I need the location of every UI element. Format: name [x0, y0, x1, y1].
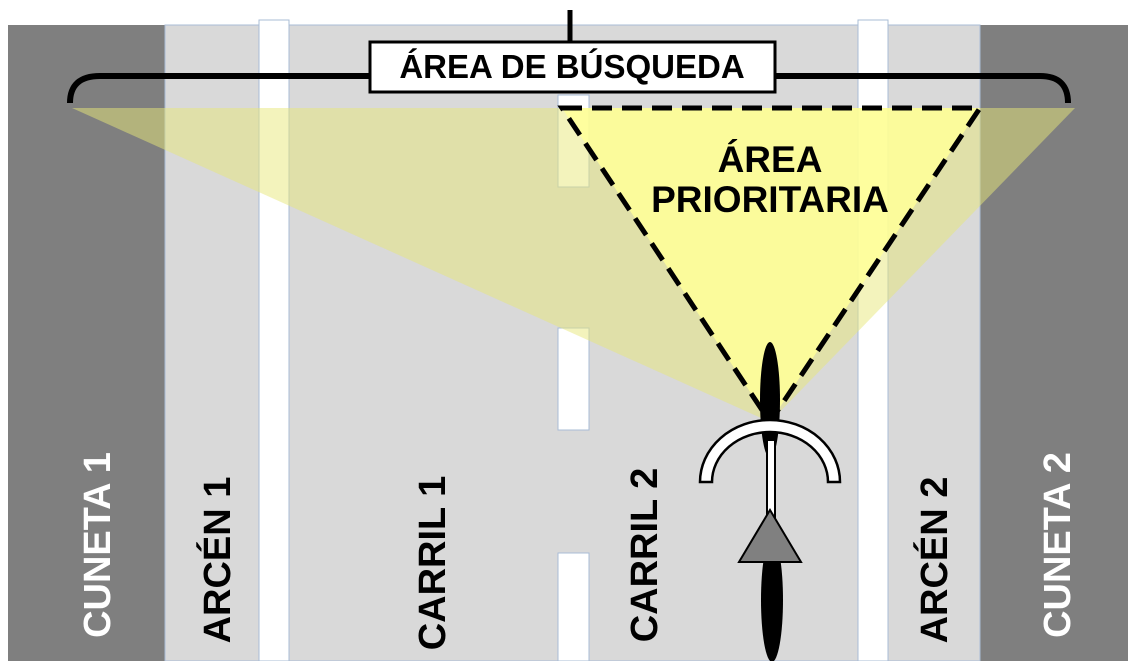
- handlebar: [698, 418, 842, 484]
- priority-area-outline: [557, 105, 985, 427]
- priority-area-label-line2: PRIORITARIA: [651, 179, 889, 220]
- cyclist-icon: [698, 342, 842, 661]
- rear-wheel: [761, 538, 783, 661]
- priority-area-fill: [562, 108, 980, 422]
- zone-label-carril-1: CARRIL 1: [412, 476, 454, 651]
- zone-label-carril-2: CARRIL 2: [624, 468, 666, 643]
- center-dash: [557, 327, 590, 431]
- zone-label-cuneta-2: CUNETA 2: [1037, 452, 1079, 638]
- center-dash: [557, 552, 590, 661]
- search-area-title: ÁREA DE BÚSQUEDA: [399, 48, 744, 85]
- zone-label-arcen-2: ARCÉN 2: [912, 477, 956, 644]
- zone-label-arcen-1: ARCÉN 1: [195, 477, 239, 644]
- zone-label-cuneta-1: CUNETA 1: [77, 452, 119, 638]
- priority-area-label-line1: ÁREA: [718, 139, 823, 180]
- title-box: [368, 40, 777, 94]
- rider-triangle: [737, 508, 803, 563]
